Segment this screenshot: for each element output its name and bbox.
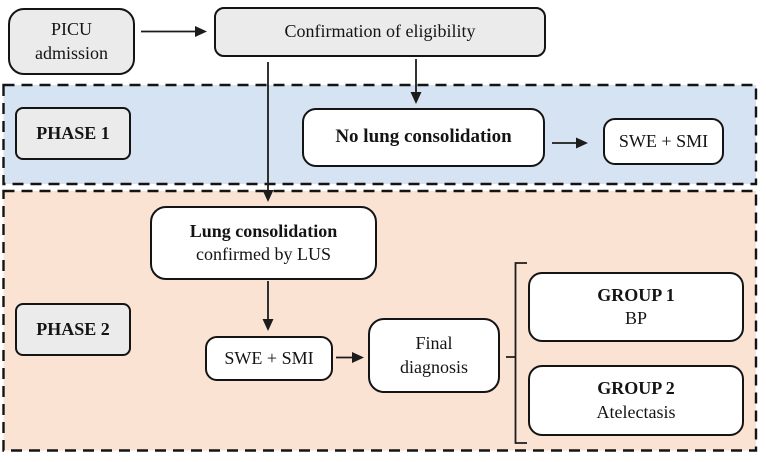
phase2-label-node: PHASE 2: [15, 303, 131, 356]
picu-admission-label-line1: PICU: [50, 19, 92, 40]
lung-consolidation-label-line2: confirmed by LUS: [196, 244, 331, 264]
group2-label-line2: Atelectasis: [596, 401, 676, 422]
phase1-label-node: PHASE 1: [15, 107, 131, 160]
arrow-confirmation-to-lung-consolidation: [262, 62, 274, 202]
no-lung-consolidation-node: No lung consolidation: [302, 108, 545, 167]
arrow-lung-consolidation-to-swe-smi: [262, 281, 274, 331]
arrow-no-lung-to-swe-smi: [552, 137, 588, 149]
group1-label-line2: BP: [624, 308, 648, 328]
phase2-label: PHASE 2: [36, 318, 110, 339]
swe-smi-phase2-label: SWE + SMI: [224, 347, 314, 368]
lung-consolidation-label-line1: Lung consolidation: [189, 220, 338, 241]
confirmation-label: Confirmation of eligibility: [284, 21, 476, 42]
no-lung-consolidation-label: No lung consolidation: [335, 126, 512, 148]
swe-smi-phase2-node: SWE + SMI: [205, 336, 333, 381]
swe-smi-phase1-node: SWE + SMI: [603, 118, 724, 165]
group2-label-line1: GROUP 2: [597, 378, 675, 399]
arrow-swe-smi-to-final-diagnosis: [336, 352, 364, 363]
final-diagnosis-node: Final diagnosis: [368, 318, 500, 393]
confirmation-of-eligibility-node: Confirmation of eligibility: [214, 7, 546, 57]
phase1-label: PHASE 1: [36, 122, 110, 143]
picu-admission-node: PICU admission: [8, 8, 135, 75]
picu-admission-label-line2: admission: [34, 42, 108, 63]
group1-label-line1: GROUP 1: [597, 284, 675, 305]
arrow-confirmation-to-no-lung: [410, 59, 422, 104]
lung-consolidation-node: Lung consolidation confirmed by LUS: [150, 206, 377, 280]
group1-node: GROUP 1 BP: [528, 272, 744, 342]
final-diagnosis-label-line2: diagnosis: [399, 356, 468, 377]
group2-node: GROUP 2 Atelectasis: [528, 365, 744, 436]
swe-smi-phase1-label: SWE + SMI: [618, 130, 709, 151]
arrow-picu-to-confirmation: [141, 26, 207, 37]
final-diagnosis-label-line1: Final: [415, 333, 453, 354]
group-bracket: [506, 262, 527, 444]
